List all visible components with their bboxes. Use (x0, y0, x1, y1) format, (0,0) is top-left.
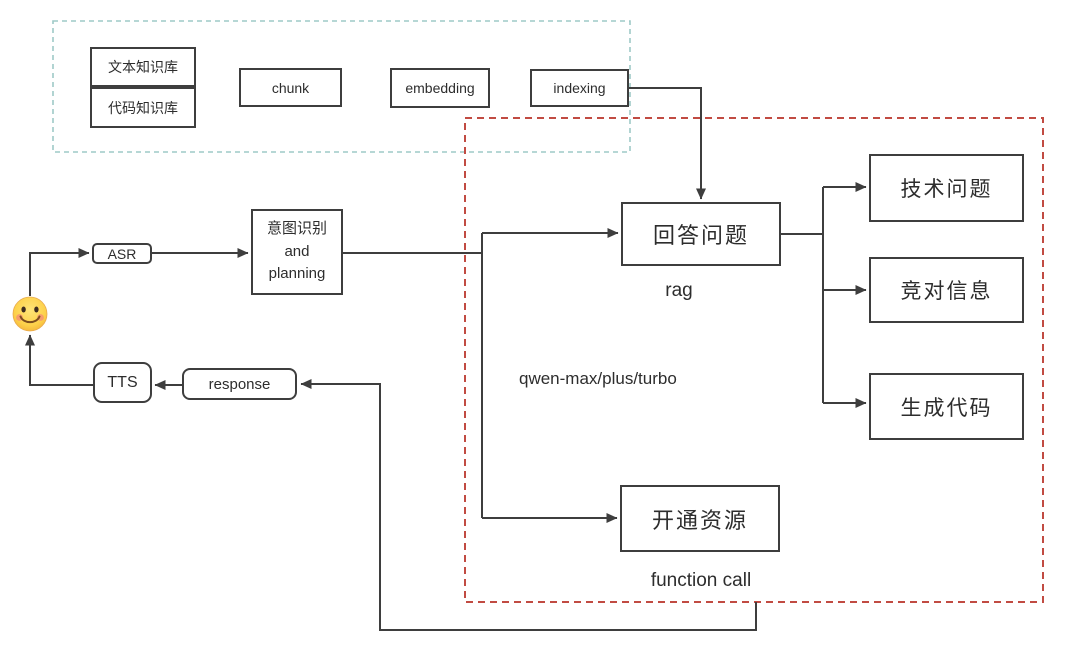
node-provision-resource: 开通资源 (620, 485, 780, 552)
node-indexing: indexing (530, 69, 629, 107)
node-embedding: embedding (390, 68, 490, 108)
node-label: 生成代码 (900, 396, 993, 420)
node-label: chunk (271, 79, 310, 96)
node-label: 竞对信息 (900, 280, 993, 303)
arrow-indexing-to-answer (629, 87, 706, 200)
node-label: response (208, 375, 271, 393)
node-generate-code: 生成代码 (869, 373, 1024, 440)
node-label: ASR (107, 245, 137, 262)
node-label: 技术问题 (900, 178, 993, 201)
knowledge-base-group-frame (52, 20, 631, 153)
node-chunk: chunk (239, 68, 342, 107)
intent-line-2: and (284, 242, 310, 260)
user-smiling-face-icon (12, 296, 48, 332)
arrow-feedback-to-response (300, 379, 757, 631)
node-label: 文本知识库 (108, 59, 178, 75)
node-answer-question: 回答问题 (621, 202, 781, 266)
node-text-knowledge-base: 文本知识库 (90, 47, 196, 87)
node-label: 意图识别 and planning (267, 218, 327, 286)
label-model-names: qwen-max/plus/turbo (519, 369, 677, 388)
node-label: embedding (405, 80, 475, 96)
llm-group-frame (464, 117, 1044, 603)
label-function-call: function call (650, 570, 752, 591)
node-competitor-info: 竞对信息 (869, 257, 1024, 323)
node-tech-question: 技术问题 (869, 154, 1024, 222)
intent-line-1: 意图识别 (266, 220, 327, 238)
node-label: 开通资源 (651, 507, 748, 533)
label-rag: rag (665, 280, 693, 301)
node-label: indexing (553, 80, 606, 96)
node-response: response (182, 368, 297, 400)
node-code-knowledge-base: 代码知识库 (90, 87, 196, 128)
intent-line-3: planning (268, 265, 326, 283)
arrow-user-to-asr (29, 248, 90, 296)
node-label: 回答问题 (652, 223, 749, 248)
node-label: TTS (107, 373, 138, 391)
arrow-tts-to-user (25, 334, 93, 386)
node-intent-planning: 意图识别 and planning (251, 209, 343, 295)
node-tts: TTS (93, 362, 152, 403)
node-asr: ASR (92, 243, 152, 264)
node-label: 代码知识库 (108, 99, 178, 116)
